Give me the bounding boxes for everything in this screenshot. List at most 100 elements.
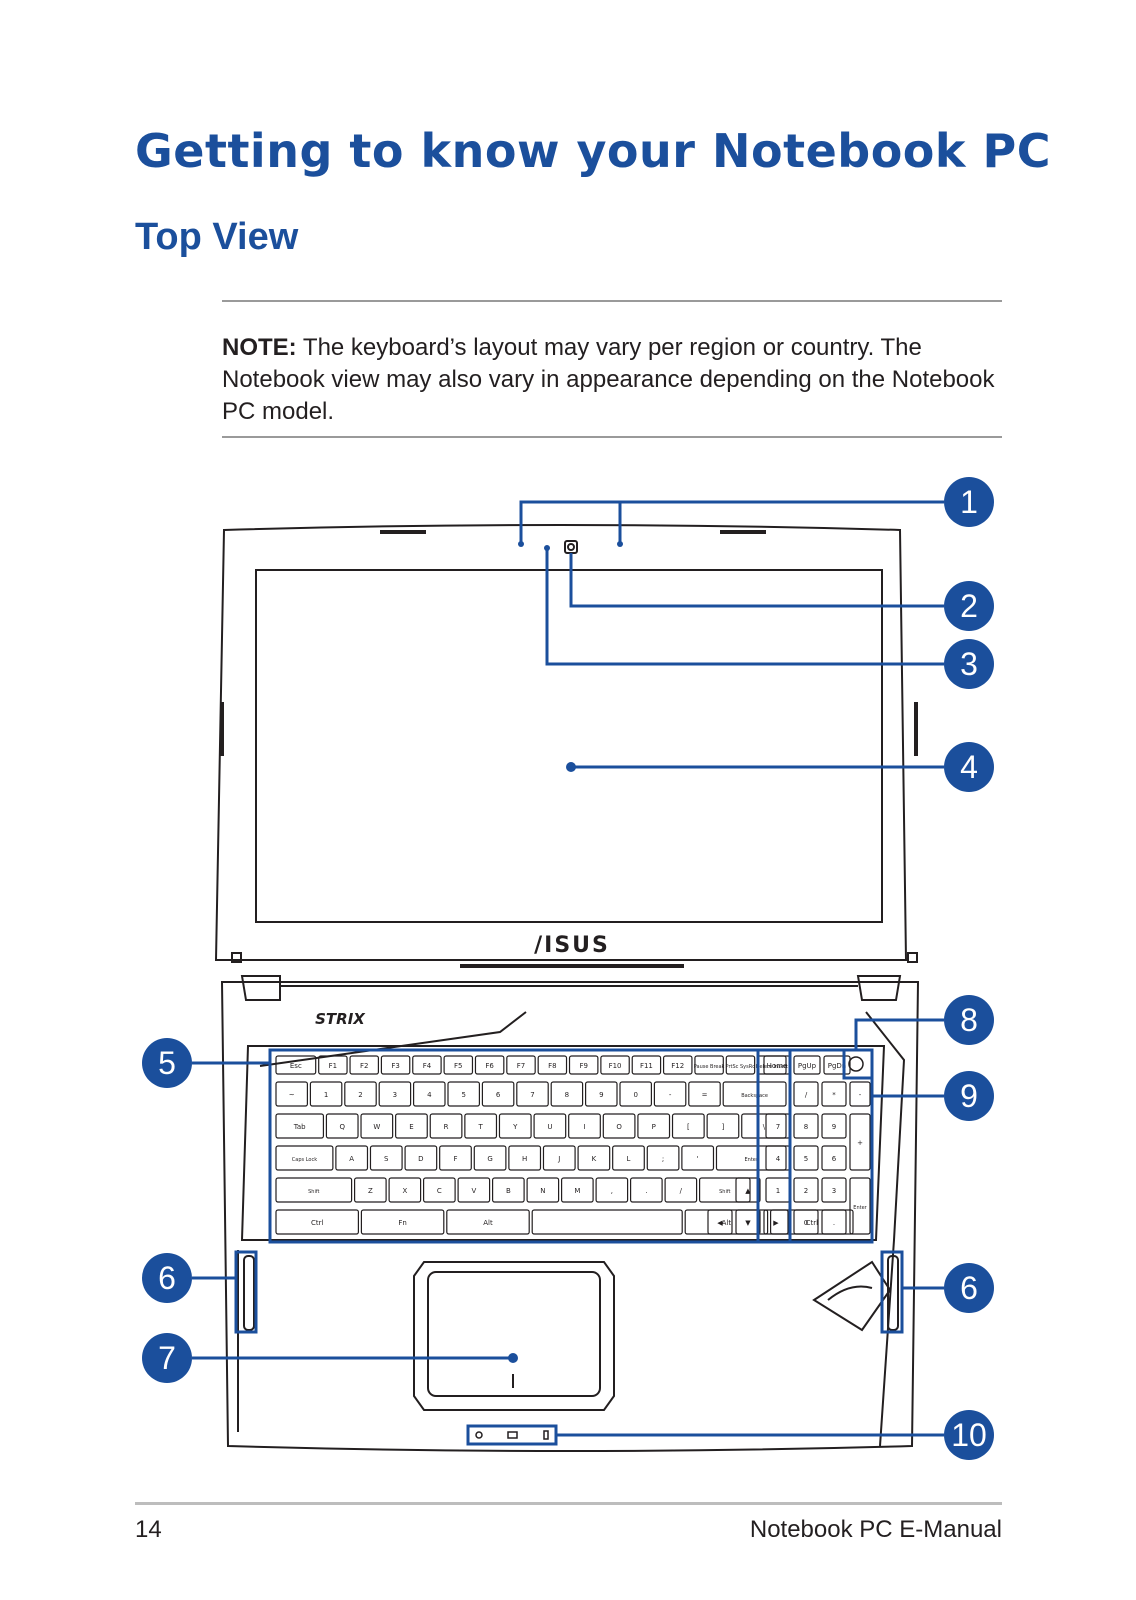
key-nav-2-label: PgDn bbox=[828, 1062, 847, 1070]
key-0-8 bbox=[537, 1055, 568, 1075]
note-top-rule bbox=[222, 300, 1002, 302]
display-screen bbox=[255, 569, 883, 923]
key-2-2-label: W bbox=[373, 1123, 380, 1131]
key-1-5-label: 5 bbox=[461, 1091, 465, 1099]
rog-emblem bbox=[812, 1260, 892, 1332]
key-arrow-0 bbox=[707, 1209, 733, 1235]
key-numpad-12-label: 3 bbox=[832, 1187, 836, 1195]
key-numpad-12 bbox=[821, 1177, 847, 1203]
key-1-5 bbox=[447, 1081, 480, 1107]
key-4-10-label: / bbox=[680, 1187, 683, 1195]
key-space bbox=[531, 1209, 683, 1235]
key-3-5 bbox=[473, 1145, 507, 1171]
key-2-5-label: T bbox=[478, 1123, 484, 1131]
callout-8: 8 bbox=[944, 995, 994, 1045]
key-2-6-label: Y bbox=[512, 1123, 518, 1131]
key-5-1-label: Fn bbox=[398, 1219, 406, 1227]
key-1-11 bbox=[653, 1081, 687, 1107]
key-4-4-label: V bbox=[471, 1187, 476, 1195]
key-2-9 bbox=[602, 1113, 636, 1139]
key-1-4 bbox=[413, 1081, 446, 1107]
key-4-4 bbox=[457, 1177, 491, 1203]
drive-indicator-icon bbox=[543, 1430, 549, 1440]
key-2-0 bbox=[275, 1113, 325, 1139]
key-2-1-label: Q bbox=[339, 1123, 345, 1131]
key-1-9-label: 9 bbox=[599, 1091, 603, 1099]
key-2-3 bbox=[395, 1113, 428, 1139]
left-speaker bbox=[243, 1255, 255, 1331]
key-2-13 bbox=[741, 1113, 787, 1139]
key-nav-1 bbox=[793, 1055, 821, 1075]
key-numpad-3-label: 7 bbox=[776, 1123, 780, 1131]
callout-3: 3 bbox=[944, 639, 994, 689]
strix-logo: STRIX bbox=[315, 1010, 366, 1028]
key-1-3-label: 3 bbox=[393, 1091, 397, 1099]
key-numpad-6 bbox=[849, 1113, 871, 1171]
key-4-6-label: N bbox=[540, 1187, 545, 1195]
key-4-5-label: B bbox=[506, 1187, 511, 1195]
asus-logo: /ISUS bbox=[534, 933, 610, 958]
key-2-11 bbox=[671, 1113, 705, 1139]
callout-7: 7 bbox=[142, 1333, 192, 1383]
key-numpad-7-label: 4 bbox=[776, 1155, 781, 1163]
key-arrow-1 bbox=[735, 1209, 761, 1235]
key-numpad-1 bbox=[821, 1081, 847, 1107]
key-numpad-0 bbox=[793, 1081, 819, 1107]
key-arrow-2 bbox=[763, 1209, 789, 1235]
leader-8 bbox=[854, 1018, 944, 1050]
notebook-base bbox=[220, 981, 920, 1452]
callout-2: 2 bbox=[944, 581, 994, 631]
key-2-1 bbox=[325, 1113, 359, 1139]
key-1-12 bbox=[688, 1081, 721, 1107]
key-numpad-10-label: 1 bbox=[776, 1187, 780, 1195]
key-2-4 bbox=[429, 1113, 463, 1139]
key-1-1-label: 1 bbox=[324, 1091, 328, 1099]
key-3-2-label: S bbox=[384, 1155, 389, 1163]
key-numpad-14 bbox=[793, 1209, 819, 1235]
key-numpad-13-label: Enter bbox=[853, 1205, 867, 1211]
status-indicators bbox=[475, 1430, 549, 1440]
key-4-10 bbox=[664, 1177, 698, 1203]
key-numpad-4 bbox=[793, 1113, 819, 1139]
key-3-8-label: K bbox=[592, 1155, 597, 1163]
key-3-7 bbox=[542, 1145, 576, 1171]
key-0-14-label: PrtSc SysRq bbox=[726, 1064, 756, 1070]
key-0-11 bbox=[631, 1055, 662, 1075]
key-1-10 bbox=[619, 1081, 652, 1107]
key-1-0-label: ~ bbox=[289, 1091, 295, 1099]
key-2-10-label: P bbox=[652, 1123, 656, 1131]
key-nav-2 bbox=[823, 1055, 851, 1075]
section-title: Top View bbox=[135, 216, 299, 258]
key-3-10 bbox=[646, 1145, 680, 1171]
key-0-7 bbox=[506, 1055, 536, 1075]
leader-1 bbox=[519, 500, 944, 544]
key-1-13-label: Backspace bbox=[741, 1093, 768, 1099]
key-1-3 bbox=[378, 1081, 412, 1107]
key-1-13 bbox=[722, 1081, 787, 1107]
key-3-11-label: ' bbox=[697, 1155, 699, 1163]
note-text: The keyboard’s layout may vary per regio… bbox=[222, 334, 995, 425]
key-arrow-up-label: ▲ bbox=[745, 1187, 751, 1195]
key-arrow-2-label: ▶ bbox=[773, 1219, 779, 1227]
key-0-0-label: Esc bbox=[290, 1062, 302, 1070]
key-3-6 bbox=[508, 1145, 542, 1171]
leader-2 bbox=[569, 553, 944, 608]
key-0-10 bbox=[600, 1055, 630, 1075]
key-2-2 bbox=[360, 1113, 394, 1139]
key-4-2 bbox=[388, 1177, 422, 1203]
key-numpad-8-label: 5 bbox=[804, 1155, 808, 1163]
touchpad-outline bbox=[413, 1261, 615, 1411]
key-numpad-2-label: - bbox=[859, 1091, 862, 1099]
key-2-7-label: U bbox=[547, 1123, 552, 1131]
key-3-5-label: G bbox=[487, 1155, 492, 1163]
key-1-8-label: 8 bbox=[565, 1091, 569, 1099]
key-2-4-label: R bbox=[444, 1123, 449, 1131]
keyboard-deck bbox=[240, 1045, 886, 1241]
key-4-8 bbox=[595, 1177, 629, 1203]
left-speaker-highlight bbox=[234, 1250, 258, 1334]
key-3-7-label: J bbox=[557, 1155, 560, 1163]
key-2-7 bbox=[533, 1113, 567, 1139]
key-arrow-0-label: ◀ bbox=[717, 1219, 723, 1227]
